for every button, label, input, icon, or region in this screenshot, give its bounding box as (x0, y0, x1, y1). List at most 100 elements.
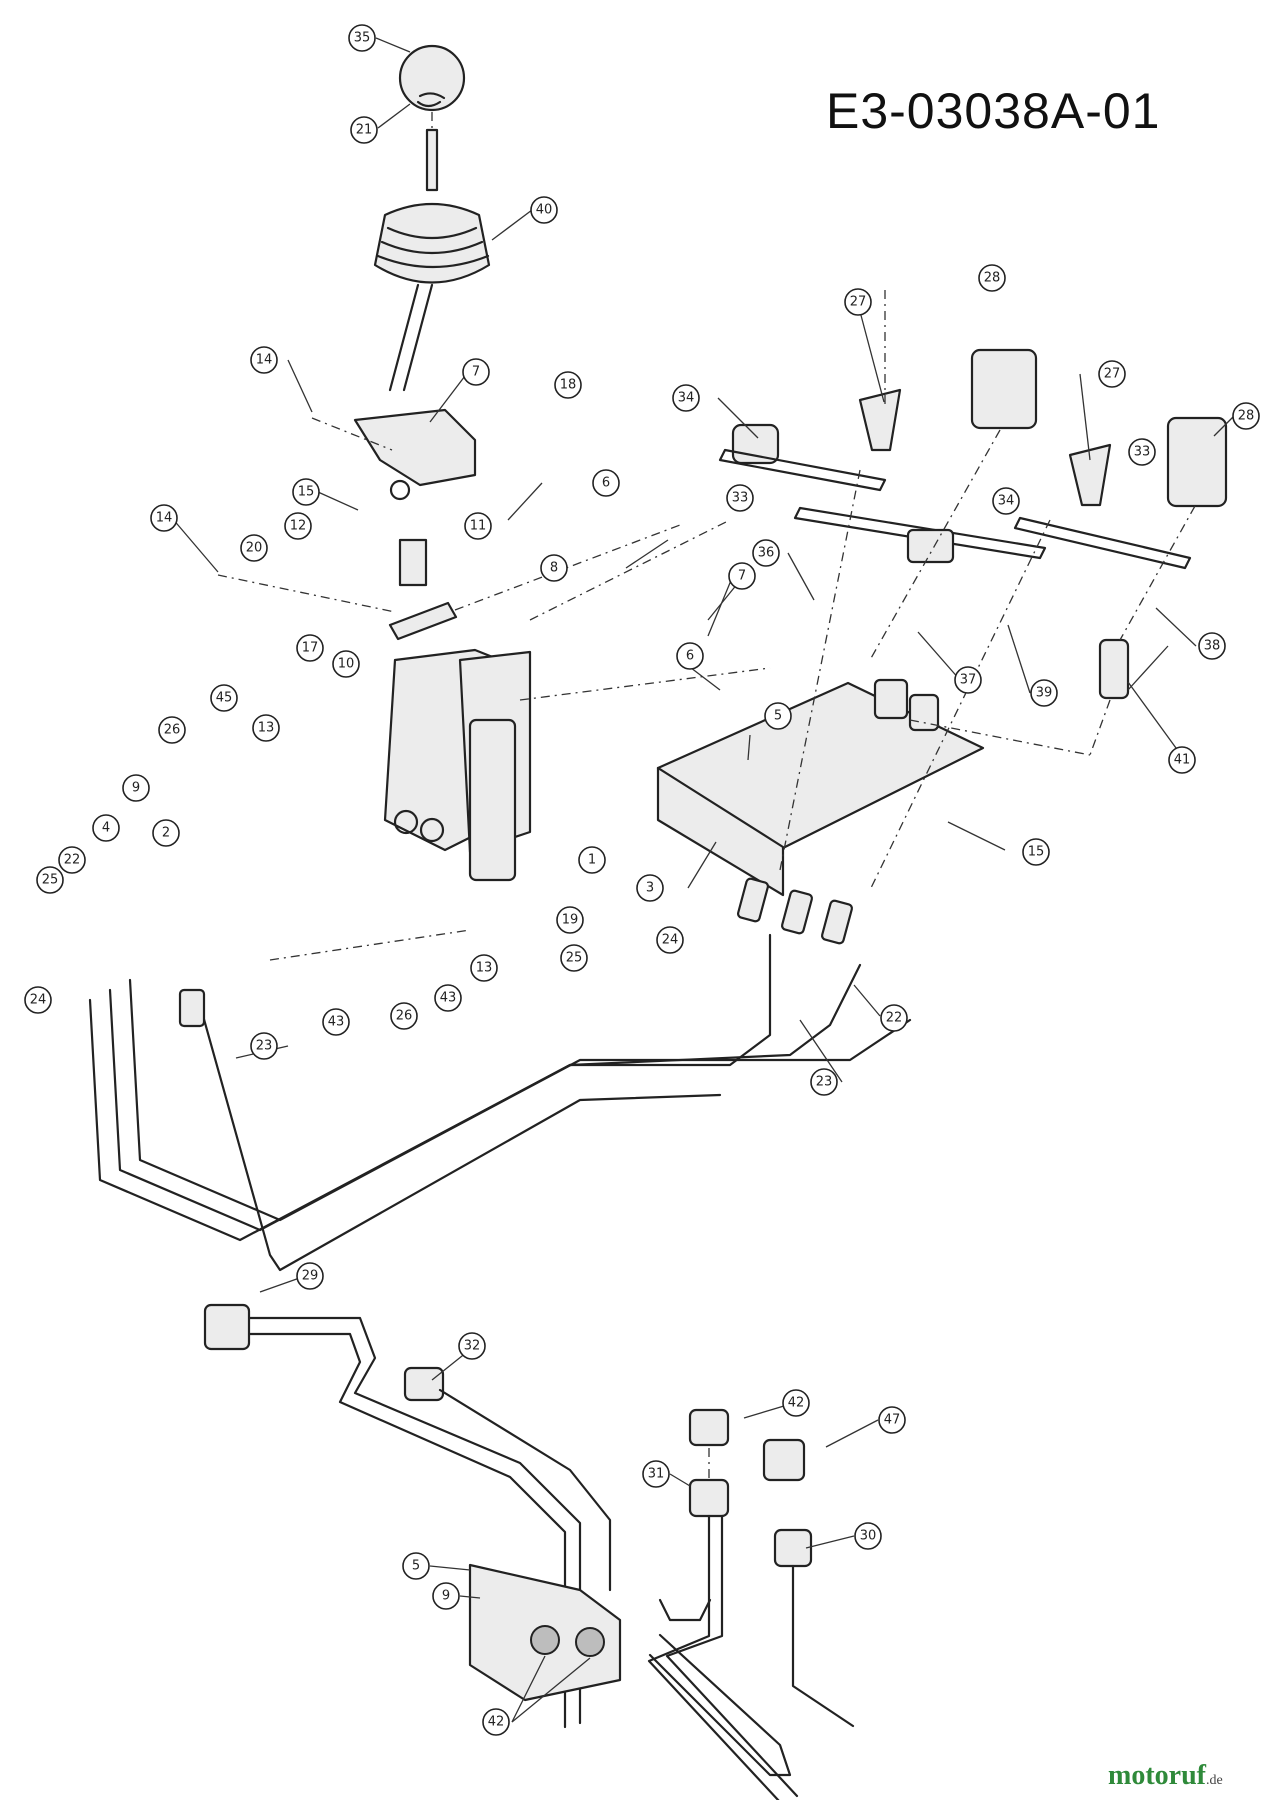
callout-23 (250, 1032, 278, 1060)
callout-13 (470, 954, 498, 982)
callout-26 (158, 716, 186, 744)
callout-25 (36, 866, 64, 894)
callout-14-label: 14 (156, 511, 173, 526)
callout-12 (284, 512, 312, 540)
callout-35 (348, 24, 376, 52)
callout-41-label: 41 (1174, 753, 1191, 768)
callout-39-label: 39 (1036, 686, 1053, 701)
callout-5-label: 5 (412, 1559, 420, 1574)
callout-11-label: 11 (470, 519, 487, 534)
callout-45 (210, 684, 238, 712)
callout-24 (24, 986, 52, 1014)
callout-6-label: 6 (602, 476, 610, 491)
callout-4-label: 4 (102, 821, 110, 836)
callout-8-label: 8 (550, 561, 558, 576)
callout-5-label: 5 (774, 709, 782, 724)
callout-5 (764, 702, 792, 730)
callout-22-label: 22 (886, 1011, 903, 1026)
callout-28 (1232, 402, 1260, 430)
callout-43 (434, 984, 462, 1012)
callout-14 (250, 346, 278, 374)
callout-32-label: 32 (464, 1339, 481, 1354)
callout-17-label: 17 (302, 641, 319, 656)
callout-26-label: 26 (396, 1009, 413, 1024)
callout-36 (752, 539, 780, 567)
callout-34-label: 34 (678, 391, 695, 406)
control-valve (383, 538, 532, 882)
callout-24-label: 24 (30, 993, 47, 1008)
callout-27-label: 27 (1104, 367, 1121, 382)
callout-23-label: 23 (816, 1075, 833, 1090)
callout-33-label: 33 (1134, 445, 1151, 460)
callout-47 (878, 1406, 906, 1434)
callout-40-label: 40 (536, 203, 553, 218)
callout-27 (1098, 360, 1126, 388)
callout-22 (880, 1004, 908, 1032)
callout-9 (122, 774, 150, 802)
callout-20-label: 20 (246, 541, 263, 556)
callout-28-label: 28 (1238, 409, 1255, 424)
callout-45-label: 45 (216, 691, 233, 706)
callout-38 (1198, 632, 1226, 660)
callout-13 (252, 714, 280, 742)
callout-31 (642, 1460, 670, 1488)
lower-pipe-assembly (203, 1303, 855, 1800)
callout-9-label: 9 (132, 781, 140, 796)
callout-5 (402, 1552, 430, 1580)
callout-15 (292, 478, 320, 506)
callout-37-label: 37 (960, 673, 977, 688)
callout-14 (150, 504, 178, 532)
callout-7 (462, 358, 490, 386)
callout-19-label: 19 (562, 913, 579, 928)
callout-34 (992, 487, 1020, 515)
callout-13-label: 13 (258, 721, 275, 736)
callout-35-label: 35 (354, 31, 371, 46)
callout-21 (350, 116, 378, 144)
callout-27-label: 27 (850, 295, 867, 310)
callout-34 (672, 384, 700, 412)
callout-14-label: 14 (256, 353, 273, 368)
callout-39 (1030, 679, 1058, 707)
callout-13-label: 13 (476, 961, 493, 976)
callout-26-label: 26 (164, 723, 181, 738)
callout-47-label: 47 (884, 1413, 901, 1428)
callout-2 (152, 819, 180, 847)
callout-25-label: 25 (42, 873, 59, 888)
callout-29-label: 29 (302, 1269, 319, 1284)
callouts: 35 21 40 28 27 14 7 18 34 27 28 33 33 34… (24, 24, 1260, 1736)
callout-21-label: 21 (356, 123, 373, 138)
callout-3 (636, 874, 664, 902)
hydraulic-pipes (88, 877, 912, 1272)
callout-1-label: 1 (588, 853, 596, 868)
callout-42-label: 42 (488, 1715, 505, 1730)
callout-26 (390, 1002, 418, 1030)
assembly-centerlines (217, 290, 1196, 1480)
callout-36-label: 36 (758, 546, 775, 561)
callout-11 (464, 512, 492, 540)
callout-38-label: 38 (1204, 639, 1221, 654)
valve-mounting-plate (656, 678, 985, 897)
callout-18 (554, 371, 582, 399)
callout-30-label: 30 (860, 1529, 877, 1544)
callout-15 (1022, 838, 1050, 866)
callout-29 (296, 1262, 324, 1290)
callout-23-label: 23 (256, 1039, 273, 1054)
callout-7-label: 7 (472, 365, 480, 380)
callout-22 (58, 846, 86, 874)
callout-20 (240, 534, 268, 562)
callout-4 (92, 814, 120, 842)
callout-43-label: 43 (328, 1015, 345, 1030)
callout-40 (530, 196, 558, 224)
callout-9 (432, 1582, 460, 1610)
callout-6 (592, 469, 620, 497)
drawing-number: E3-03038A-01 (826, 83, 1161, 139)
callout-7-label: 7 (738, 569, 746, 584)
watermark-brand: motoruf (1108, 1760, 1206, 1791)
callout-43-label: 43 (440, 991, 457, 1006)
callout-43 (322, 1008, 350, 1036)
callout-22-label: 22 (64, 853, 81, 868)
callout-2-label: 2 (162, 826, 170, 841)
callout-31-label: 31 (648, 1467, 665, 1482)
callout-6-label: 6 (686, 649, 694, 664)
